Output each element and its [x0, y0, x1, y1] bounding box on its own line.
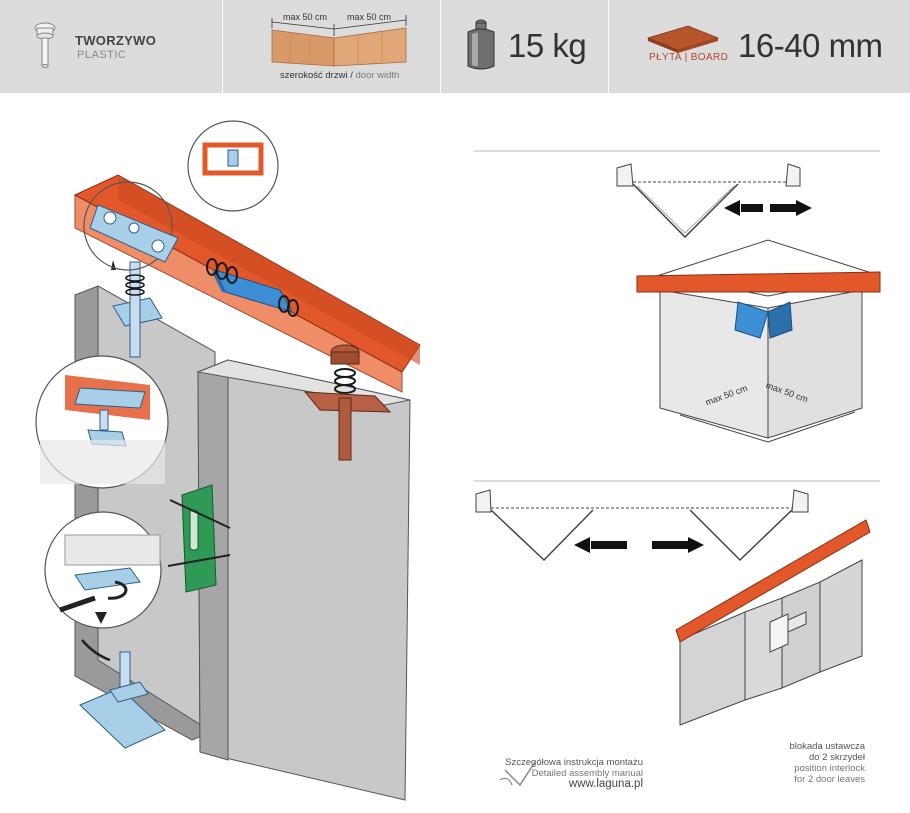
header-graphics: [34, 15, 720, 70]
interlock-note-en-1: position interlock: [794, 763, 865, 774]
arrow-left-icon: [724, 200, 763, 216]
header-divider: [222, 0, 223, 93]
header-divider: [440, 0, 441, 93]
guide-block: [206, 258, 299, 317]
manual-url-link[interactable]: www.laguna.pl: [568, 778, 643, 790]
door-hinge: [167, 484, 231, 593]
top-rail: [73, 174, 421, 393]
pivot-pin: [303, 344, 392, 461]
top-bracket: [111, 260, 163, 358]
interlock-note: blokada ustawcza do 2 skrzydeł position …: [789, 741, 865, 785]
interlock-note-pl-2: do 2 skrzydeł: [809, 752, 865, 763]
header-divider: [608, 0, 609, 93]
door-leaf-right: [197, 359, 411, 801]
arrow-right-icon: [770, 200, 812, 216]
door-width-dim-left: max 50 cm: [283, 12, 328, 22]
door-leaf-left-edge: [74, 285, 216, 741]
board-caption: PŁYTA | BOARD: [649, 52, 729, 63]
detail-circle-adjust: [44, 511, 162, 629]
interlock-note-pl-1: blokada ustawcza: [789, 741, 865, 752]
folding-diagram-top: [474, 150, 880, 239]
door-leaf-left: [97, 285, 216, 733]
material-title: TWORZYWO: [75, 33, 157, 48]
corner-dim-left: max 50 cm: [704, 382, 749, 408]
door-leaf-right-edge: [197, 359, 229, 761]
door-width-icon: [271, 15, 407, 67]
interlock-doors: [675, 519, 871, 726]
board-thickness-range: 16-40 mm: [738, 27, 883, 64]
manual-note-pl: Szczegółowa instrukcja montażu: [505, 757, 643, 768]
detail-circle-bracket: [35, 355, 169, 489]
corner-doors: [636, 239, 881, 443]
spec-header: [0, 0, 910, 93]
door-width-caption-pl: szerokość drzwi /: [280, 70, 353, 81]
material-subtitle: PLASTIC: [77, 49, 127, 61]
folding-diagram-bottom: [474, 480, 880, 562]
door-width-caption: szerokość drzwi / door width: [280, 70, 399, 81]
manual-note-en: Detailed assembly manual: [531, 768, 643, 779]
arrow-left-icon: [574, 537, 627, 553]
corner-dim-right: max 50 cm: [764, 380, 810, 405]
bottom-bracket: [79, 651, 166, 749]
weight-icon: [467, 19, 495, 70]
screw-pin-icon: [34, 22, 56, 68]
door-width-dim-right: max 50 cm: [347, 12, 392, 22]
interlock-note-en-2: for 2 door leaves: [794, 774, 865, 785]
door-width-caption-en: door width: [352, 70, 400, 81]
weight-value: 15 kg: [508, 27, 587, 64]
arrow-right-icon: [652, 537, 704, 553]
detail-circle-rail: [83, 181, 179, 271]
detail-circle-top: [187, 120, 279, 212]
board-plate-icon: [646, 25, 720, 53]
manual-note: Szczegółowa instrukcja montażu Detailed …: [505, 757, 643, 790]
